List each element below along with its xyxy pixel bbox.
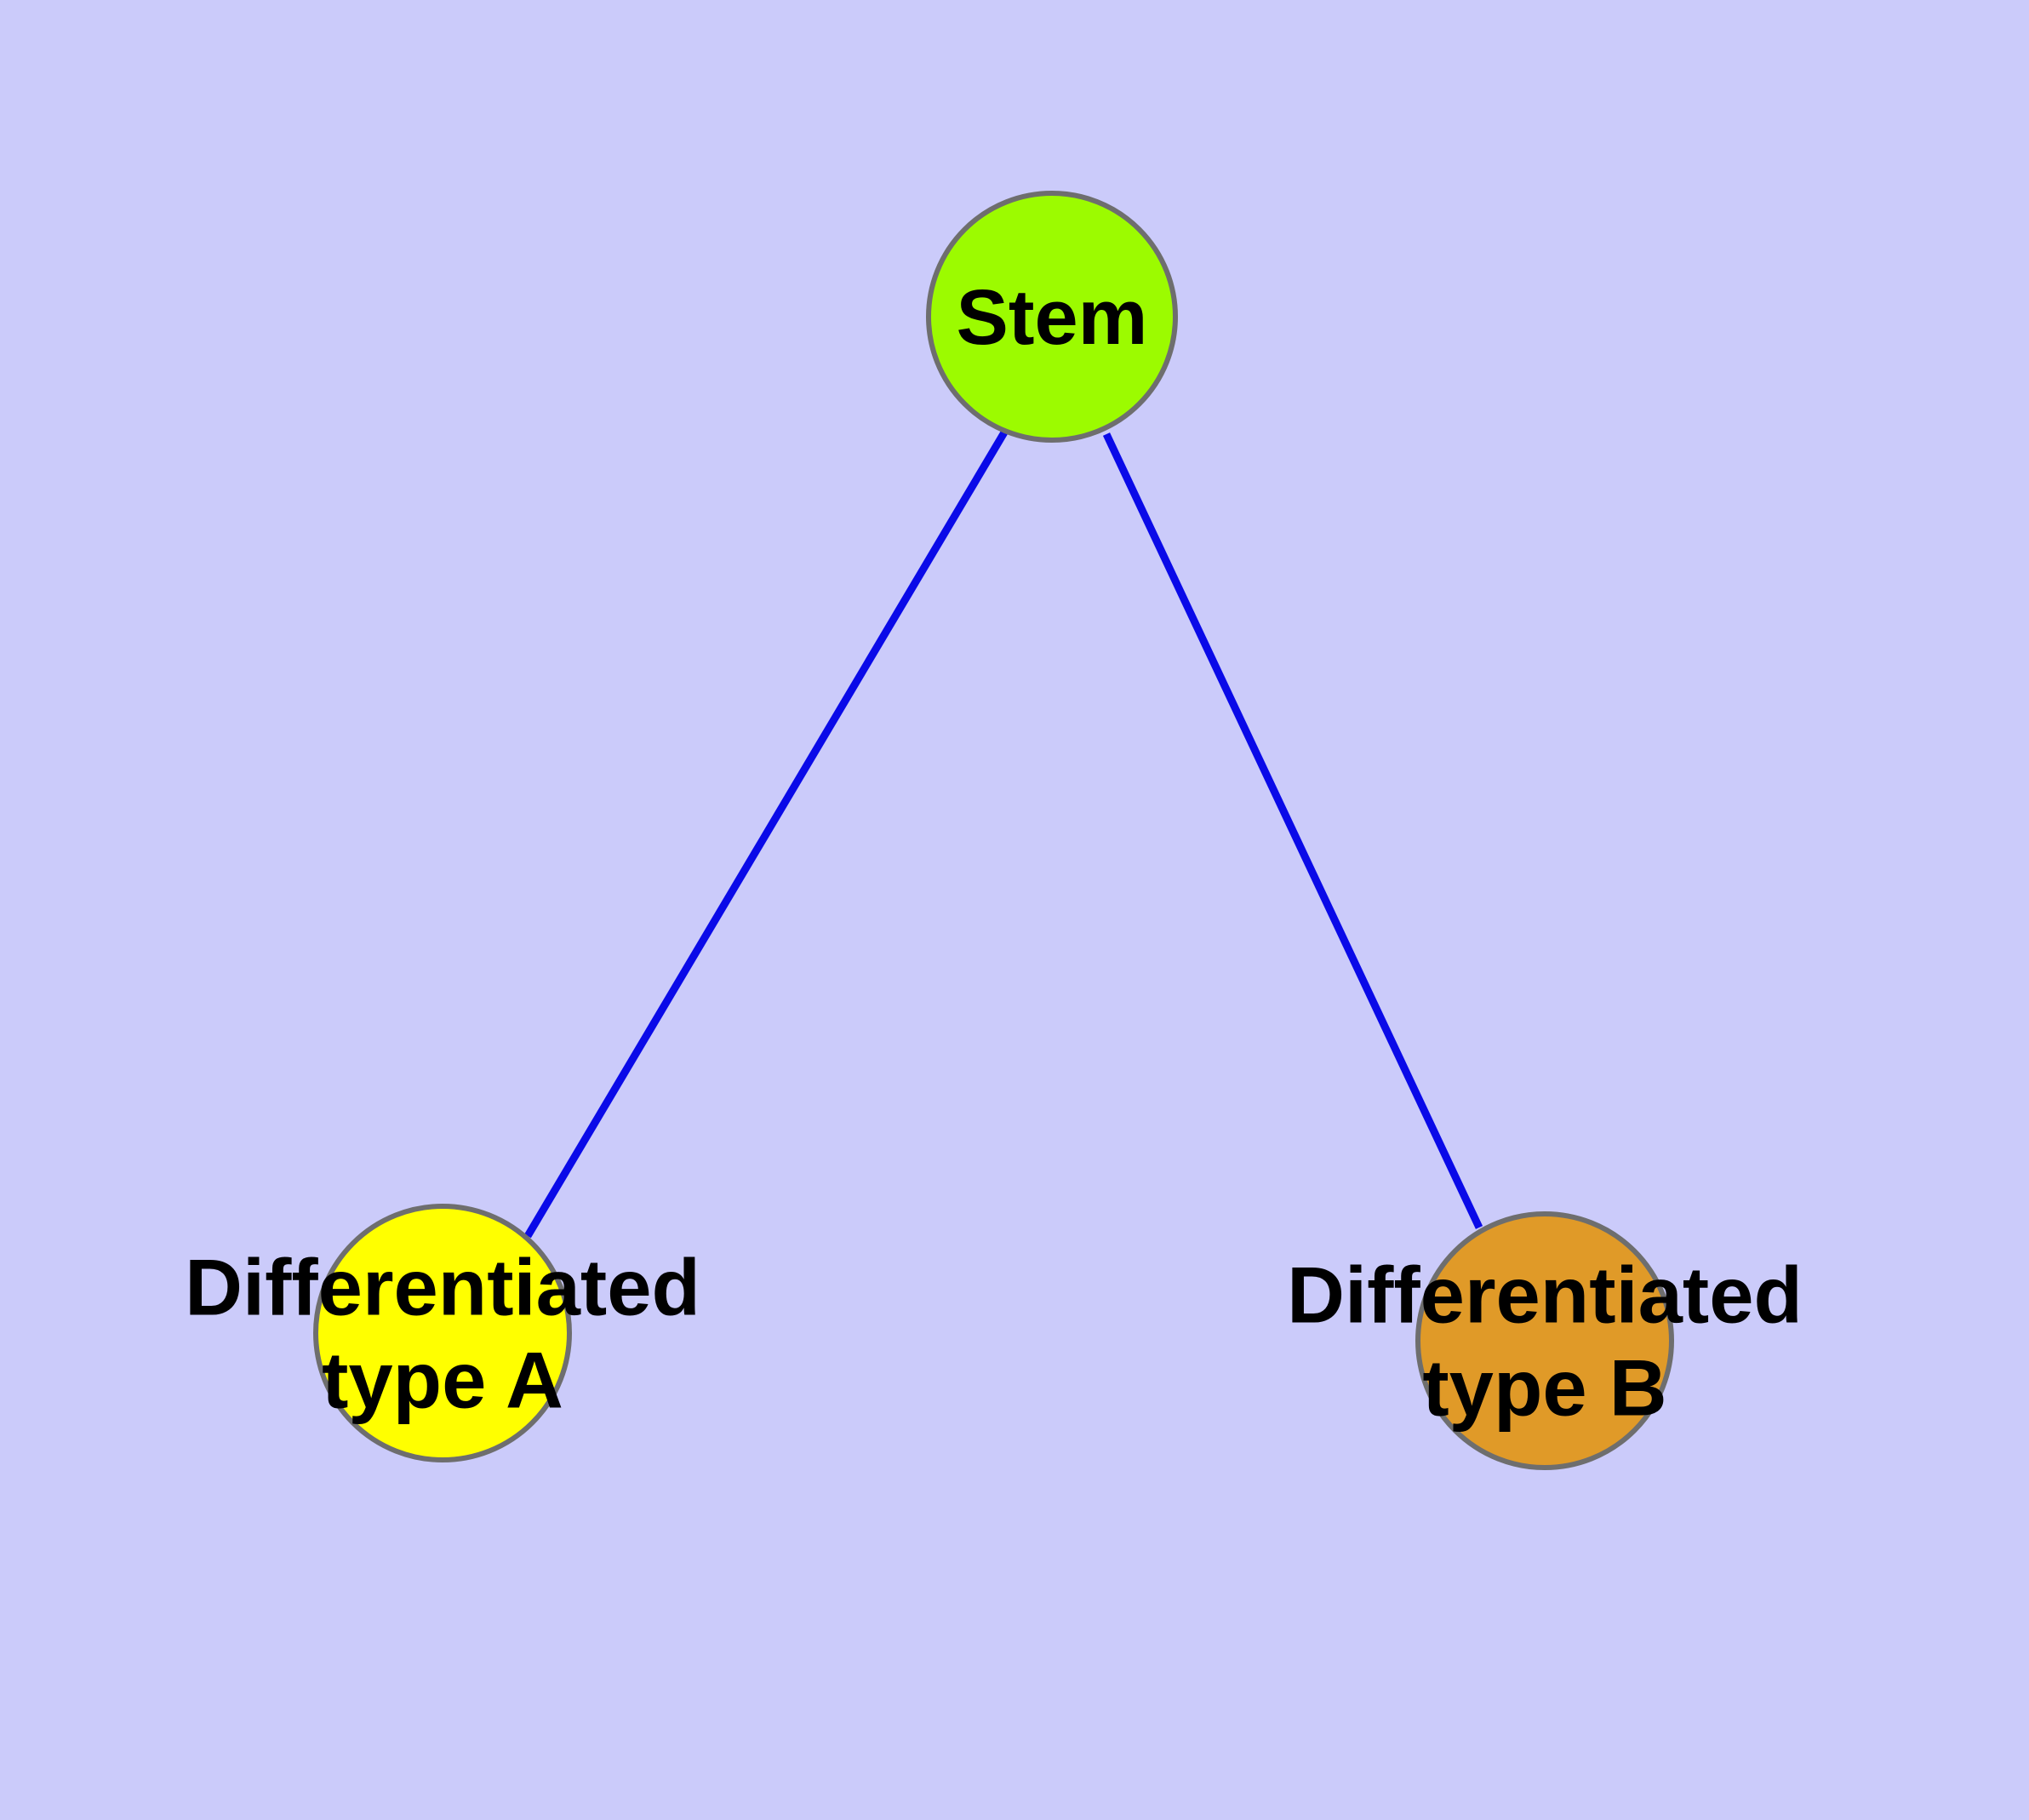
node-stem-circle[interactable] [926,191,1178,443]
node-diff-b-label-line2: type B [1422,1342,1666,1432]
node-diff-b[interactable] [1415,1211,1674,1470]
edge-stem-to-diff-a[interactable] [524,430,1008,1239]
edge-stem-to-diff-b[interactable] [1102,432,1483,1229]
node-diff-a-label-line2: type A [322,1335,563,1424]
edges-group [524,430,1483,1239]
node-stem[interactable] [926,191,1178,443]
nodes-group [313,191,1674,1470]
node-stem-label-line1: Stem [957,274,1148,361]
node-diff-a[interactable] [313,1204,572,1462]
node-diff-a-label-line1: Differentiated [185,1242,700,1331]
node-diff-b-label-line1: Differentiated [1287,1250,1803,1339]
node-labels-group: Stem Differentiated type A Differentiate… [185,274,1803,1432]
node-diff-a-circle[interactable] [313,1204,572,1462]
node-diff-b-circle[interactable] [1415,1211,1674,1470]
